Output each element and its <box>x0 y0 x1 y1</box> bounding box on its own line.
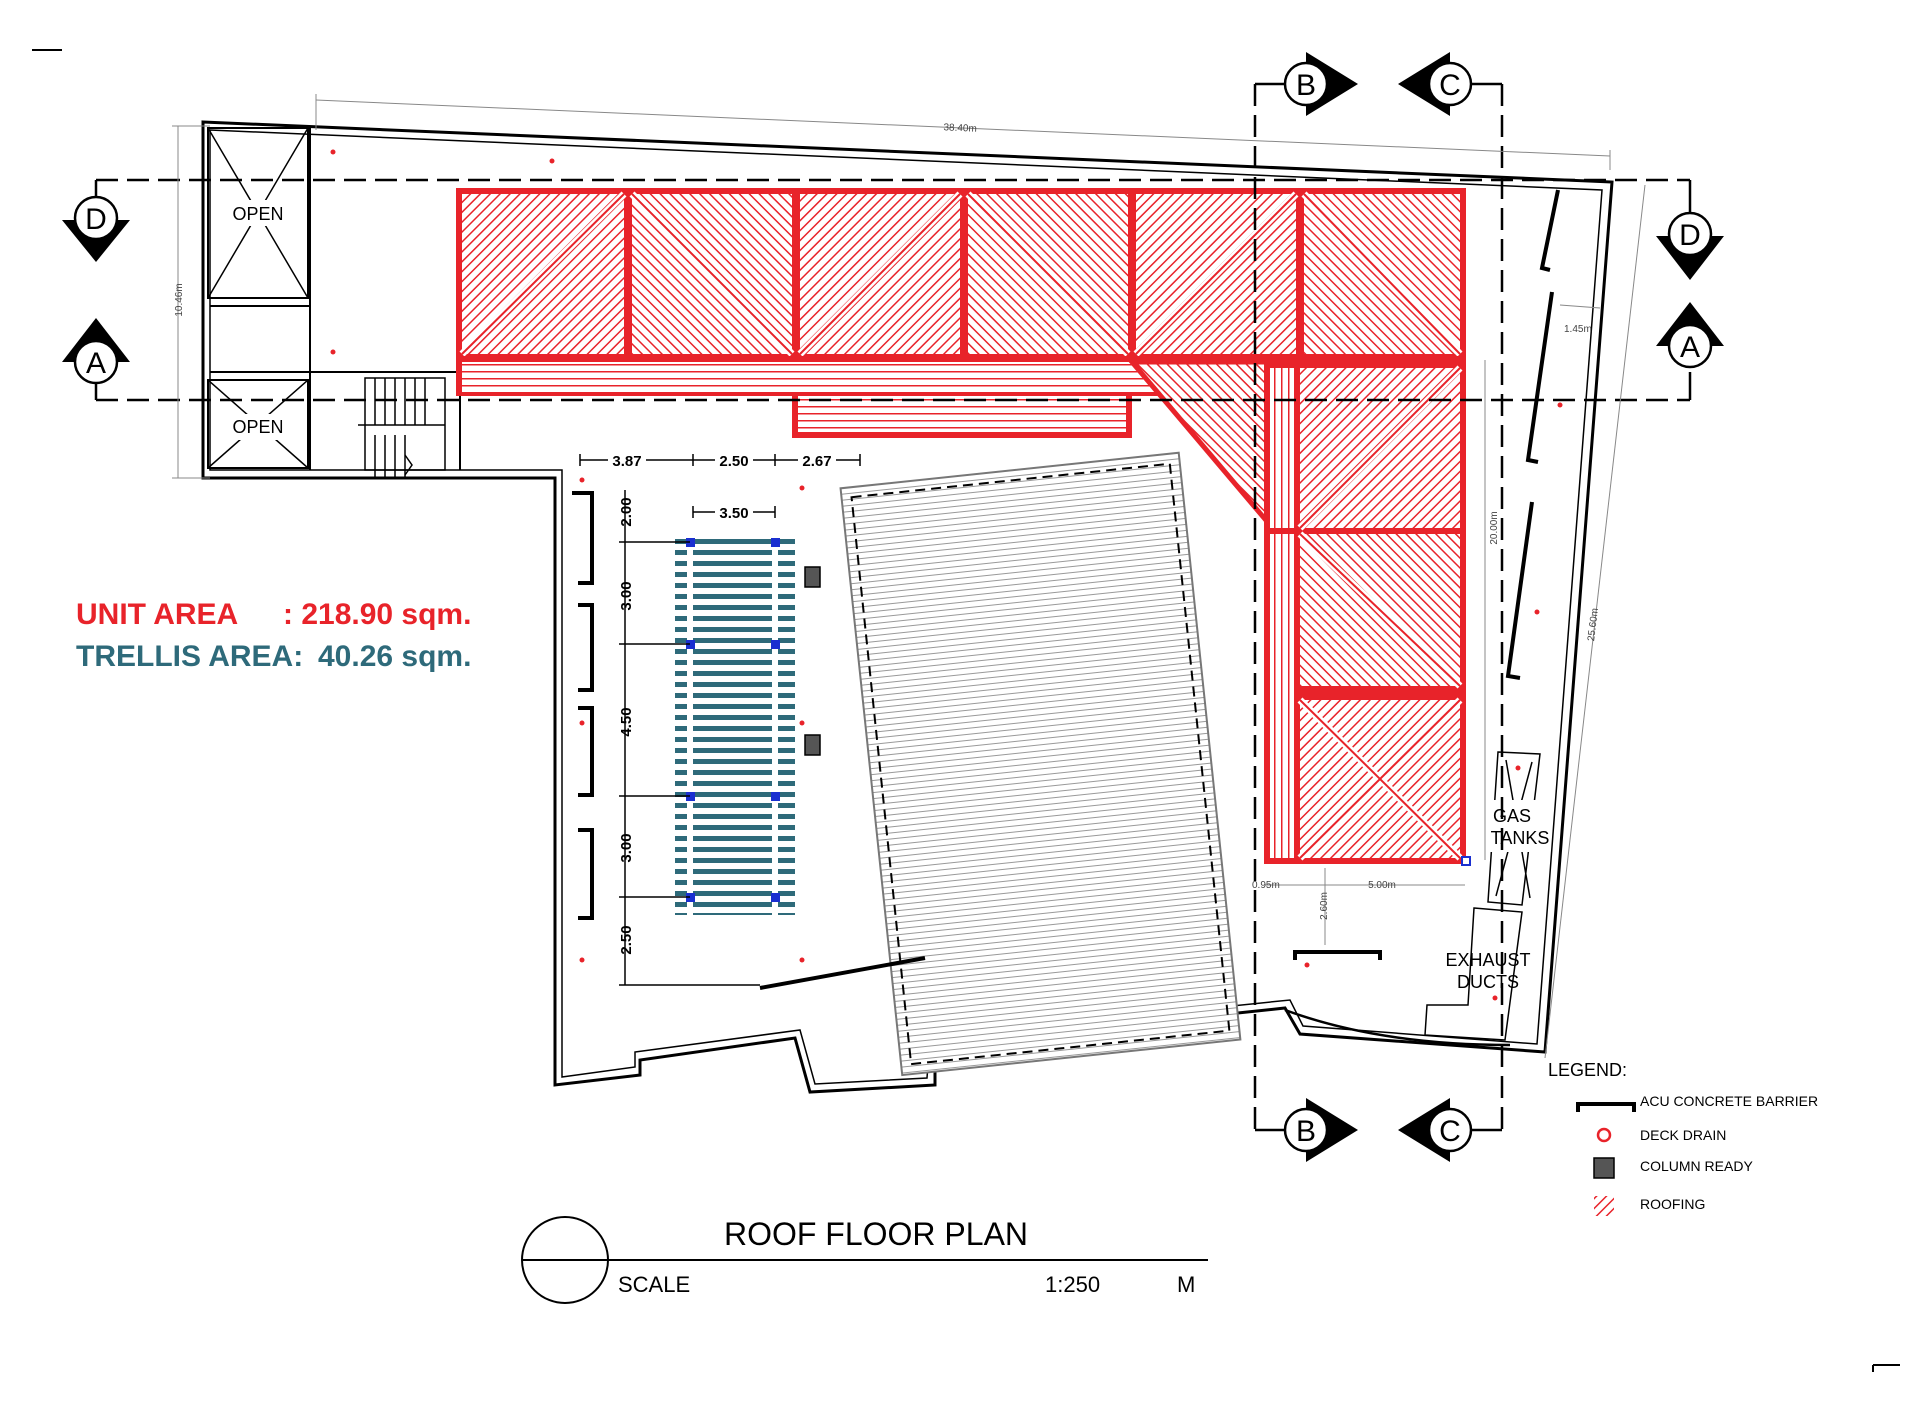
scale-unit: M <box>1177 1272 1195 1297</box>
overall-dimension-labels: 38.40m 10.46m 25.60m 1.45m 20.00m 5.00m … <box>174 122 1601 920</box>
gas-tanks: GAS TANKS <box>1487 751 1550 906</box>
section-marker-d-right: D <box>1656 211 1724 280</box>
area-annotations: UNIT AREA : 218.90 sqm. TRELLIS AREA: 40… <box>76 598 471 673</box>
dim-2-67: 2.67 <box>802 453 831 470</box>
svg-text:A: A <box>86 347 106 380</box>
overall-dimensions <box>172 94 1646 1059</box>
dim-2-50: 2.50 <box>719 453 748 470</box>
stair <box>358 377 446 478</box>
dim-right-width: 1.45m <box>1564 324 1592 335</box>
dim-wing-height: 20.00m <box>1489 511 1500 544</box>
plan-title: ROOF FLOOR PLAN <box>724 1216 1028 1252</box>
unit-area-value: : 218.90 sqm. <box>283 598 471 631</box>
columns-ready <box>804 566 821 756</box>
legend: LEGEND: ACU CONCRETE BARRIER DECK DRAIN … <box>1548 1060 1818 1216</box>
exhaust-label-2: DUCTS <box>1457 972 1519 992</box>
svg-text:B: B <box>1296 1115 1316 1148</box>
open-shaft-top: OPEN <box>207 127 309 299</box>
legend-label-barrier: ACU CONCRETE BARRIER <box>1640 1093 1818 1109</box>
column-icon <box>1593 1157 1615 1179</box>
legend-label-drain: DECK DRAIN <box>1640 1127 1726 1143</box>
legend-title: LEGEND: <box>1548 1060 1627 1080</box>
barrier-icon <box>1576 1102 1636 1112</box>
gas-label-2: TANKS <box>1491 828 1550 848</box>
section-marker-d-left: D <box>62 195 130 262</box>
dim-3-50: 3.50 <box>719 505 748 522</box>
roofing-area <box>456 188 1471 866</box>
svg-text:C: C <box>1439 1115 1461 1148</box>
roofing-icon <box>1594 1196 1614 1216</box>
scale-value: 1:250 <box>1045 1272 1100 1297</box>
unit-area-label: UNIT AREA <box>76 598 238 631</box>
open-label-bottom: OPEN <box>232 417 283 437</box>
dim-3-00-a: 3.00 <box>618 581 635 610</box>
acu-barriers <box>572 189 1560 990</box>
title-block: ROOF FLOOR PLAN SCALE 1:250 M <box>521 1216 1208 1304</box>
building-outline <box>201 120 1614 1094</box>
scale-label: SCALE <box>618 1272 690 1297</box>
section-marker-b-top: B <box>1283 52 1358 116</box>
section-lines <box>94 82 1692 1132</box>
svg-text:B: B <box>1296 69 1316 102</box>
legend-label-roofing: ROOFING <box>1640 1196 1705 1212</box>
dim-2-50-side: 2.50 <box>618 925 635 954</box>
dim-left-height: 10.46m <box>174 283 185 316</box>
deck-drains <box>330 149 1563 1001</box>
svg-text:D: D <box>85 203 107 236</box>
legend-label-column: COLUMN READY <box>1640 1158 1753 1174</box>
section-marker-a-right: A <box>1656 302 1724 369</box>
dim-3-00-b: 3.00 <box>618 833 635 862</box>
drain-icon <box>1596 1127 1612 1143</box>
svg-text:D: D <box>1679 219 1701 252</box>
gas-label-1: GAS <box>1493 806 1531 826</box>
trellis-area-label: TRELLIS AREA: <box>76 640 303 673</box>
dim-overall-width: 38.40m <box>943 122 977 134</box>
curved-wall <box>1284 1008 1511 1047</box>
dim-small-gap: 0.95m <box>1252 880 1280 891</box>
svg-text:A: A <box>1680 331 1700 364</box>
exhaust-ducts: EXHAUST DUCTS <box>1424 907 1531 1041</box>
exhaust-label-1: EXHAUST <box>1445 950 1530 970</box>
svg-text:C: C <box>1439 69 1461 102</box>
section-marker-a-left: A <box>62 318 130 385</box>
central-slatted-roof <box>839 451 1242 1077</box>
dim-wing-width: 5.00m <box>1368 880 1396 891</box>
dim-4-50: 4.50 <box>618 707 635 736</box>
dim-right-length: 25.60m <box>1586 607 1601 641</box>
trellis-dimension-labels: 3.87 2.50 2.67 3.50 2.00 3.00 4.50 3.00 … <box>608 451 836 955</box>
trellis-area-value: 40.26 sqm. <box>318 640 471 673</box>
section-marker-c-bottom: C <box>1398 1098 1473 1162</box>
dim-wing-offset: 2.60m <box>1319 892 1330 920</box>
open-shaft-bottom: OPEN <box>207 379 309 469</box>
open-label-top: OPEN <box>232 204 283 224</box>
dim-2-00: 2.00 <box>618 497 635 526</box>
section-marker-c-top: C <box>1398 52 1473 116</box>
dim-3-87: 3.87 <box>612 453 641 470</box>
section-marker-b-bottom: B <box>1283 1098 1358 1162</box>
trellis <box>675 535 795 915</box>
sheet-corner-marks <box>32 49 1900 1372</box>
